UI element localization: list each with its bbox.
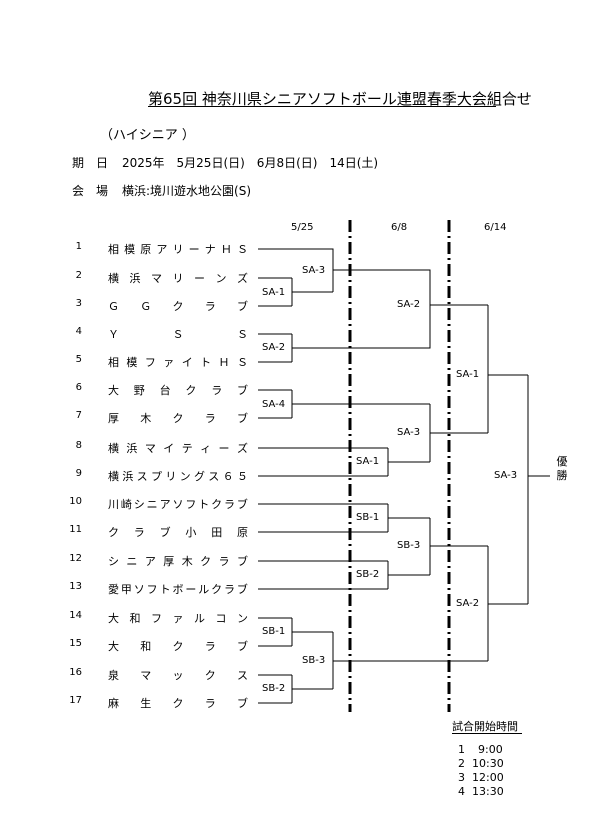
team-number: 6 <box>75 382 82 393</box>
dates-value: 2025年 5月25日(日) 6月8日(日) 14日(土) <box>122 156 379 170</box>
time-num: 3 <box>458 771 465 784</box>
match-label: SA-1 <box>262 287 286 298</box>
team-number: 13 <box>69 581 82 592</box>
team-name: 泉マックス <box>108 669 248 682</box>
team-number: 14 <box>69 610 82 621</box>
team-number: 4 <box>75 326 82 337</box>
match-label: SB-3 <box>397 540 421 551</box>
match-label: SA-2 <box>262 342 286 353</box>
time-value: 13:30 <box>472 785 504 798</box>
team-name: 大和ファルコン <box>108 612 248 625</box>
title-underline <box>148 106 496 107</box>
round-date-3: 6/14 <box>484 222 507 233</box>
team-name: 大和クラブ <box>108 640 248 653</box>
time-num: 4 <box>458 785 465 798</box>
match-label: SA-1 <box>456 369 480 380</box>
round-date-1: 5/25 <box>291 222 314 233</box>
team-number: 3 <box>75 298 82 309</box>
time-value: 9:00 <box>478 743 503 756</box>
start-times-underline <box>452 733 522 734</box>
final-match-label: SA-3 <box>494 470 518 481</box>
winner-label: 優勝 <box>556 455 568 482</box>
match-label: SB-1 <box>262 626 286 637</box>
page-title: 第65回 神奈川県シニアソフトボール連盟春季大会組合せ <box>148 90 532 108</box>
time-num: 2 <box>458 757 465 770</box>
team-number: 1 <box>75 241 82 252</box>
team-number: 12 <box>69 553 82 564</box>
team-name: シニア厚木クラブ <box>108 555 248 568</box>
team-number: 5 <box>75 354 82 365</box>
team-number: 8 <box>75 440 82 451</box>
team-name: 厚木クラブ <box>108 412 248 425</box>
match-label: SB-2 <box>262 683 286 694</box>
match-label: SB-3 <box>302 655 326 666</box>
team-name: 横浜マイティーズ <box>108 442 248 455</box>
time-value: 12:00 <box>472 771 504 784</box>
start-times-heading: 試合開始時間 <box>452 720 518 733</box>
match-label: SA-2 <box>456 598 480 609</box>
team-number: 11 <box>69 524 82 535</box>
team-name: クラブ小田原 <box>108 526 248 539</box>
match-label: SB-2 <box>356 569 380 580</box>
team-number: 17 <box>69 695 82 706</box>
match-label: SB-1 <box>356 512 380 523</box>
team-name: 川崎シニアソフトクラブ <box>108 498 248 511</box>
team-name: 大野台クラブ <box>108 384 248 397</box>
team-name: 愛甲ソフトボールクラブ <box>108 583 248 596</box>
venue-label: 会 場 <box>72 184 109 198</box>
match-label: SA-2 <box>397 299 421 310</box>
team-number: 7 <box>75 410 82 421</box>
venue-value: 横浜:境川遊水地公園(S) <box>122 184 252 198</box>
match-label: SA-3 <box>302 265 326 276</box>
team-number: 9 <box>75 468 82 479</box>
time-num: 1 <box>458 743 465 756</box>
match-label: SA-1 <box>356 456 380 467</box>
team-number: 10 <box>69 496 82 507</box>
team-name: 横浜マリーンズ <box>108 272 248 285</box>
team-number: 2 <box>75 270 82 281</box>
dates-label: 期 日 <box>72 156 109 170</box>
division-label: （ハイシニア ） <box>100 128 195 143</box>
team-number: 16 <box>69 667 82 678</box>
time-value: 10:30 <box>472 757 504 770</box>
round-date-2: 6/8 <box>391 222 408 233</box>
team-number: 15 <box>69 638 82 649</box>
team-name: 麻生クラブ <box>108 697 248 710</box>
match-label: SA-3 <box>397 427 421 438</box>
match-label: SA-4 <box>262 399 286 410</box>
